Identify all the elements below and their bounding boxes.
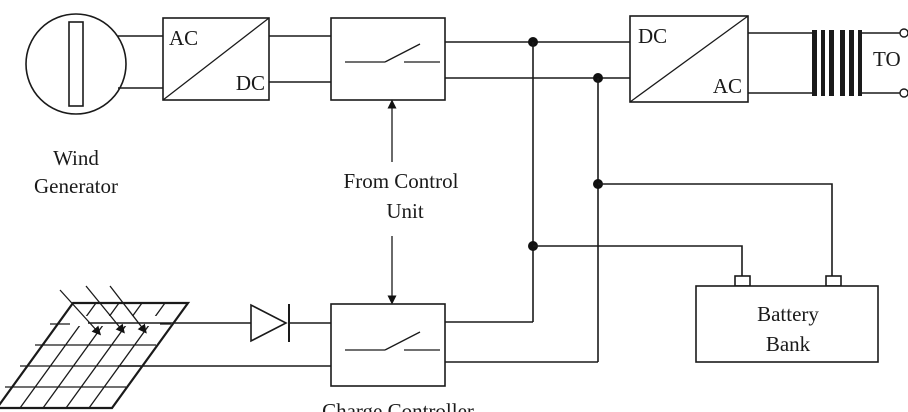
wind-generator-label-line2: Generator: [34, 174, 118, 198]
wire-battery-negative: [598, 183, 833, 276]
battery-bank: [695, 275, 879, 363]
wire-battery-positive: [533, 245, 743, 276]
output-terminal-top: [899, 28, 908, 38]
solar-panel-icon: [0, 285, 191, 410]
battery-bank-label-line2: Bank: [766, 332, 811, 356]
wind-generator: [25, 13, 127, 115]
charge-controller-switch: [330, 303, 446, 387]
ac-dc-converter: [162, 17, 270, 101]
ac-dc-converter-output-label: DC: [236, 71, 265, 95]
diode-icon: [250, 303, 290, 343]
dc-ac-inverter-input-label: DC: [638, 24, 667, 48]
transformer-icon: [812, 30, 862, 96]
wind-generator-label-line1: Wind: [53, 146, 99, 170]
dc-ac-inverter-output-label: AC: [713, 74, 742, 98]
control-unit-label-line2: Unit: [386, 199, 424, 223]
control-unit-label-line1: From Control: [344, 169, 459, 193]
output-terminal-bottom: [899, 88, 908, 98]
wind-switch: [330, 17, 446, 101]
dc-ac-inverter: [629, 15, 749, 103]
ac-dc-converter-input-label: AC: [169, 26, 198, 50]
generator-rotor: [68, 21, 84, 107]
output-label: TO: [873, 47, 901, 71]
charge-controller-label: Charge Controller: [322, 399, 474, 412]
battery-bank-label-line1: Battery: [757, 302, 819, 326]
